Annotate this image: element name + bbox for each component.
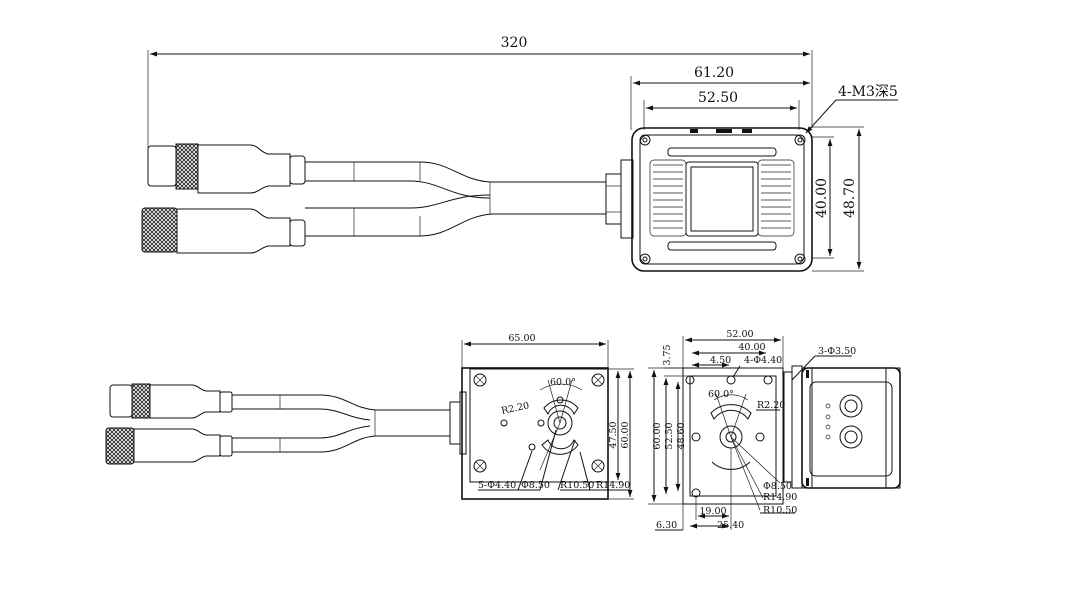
- label-h52: 52.50: [664, 422, 675, 449]
- label-plate-width: 52.00: [726, 329, 753, 340]
- connector-lower-small: [105, 427, 233, 465]
- label-height-inner: 40.00: [814, 178, 830, 218]
- label-body-width-outer: 61.20: [694, 65, 734, 81]
- label-offset-x: 4.50: [710, 355, 731, 366]
- camera-side-view: 3-Φ3.50: [783, 346, 901, 489]
- label-h60: 60.00: [652, 422, 663, 449]
- label-plate-holes: 4-Φ4.40: [744, 355, 782, 366]
- label-body-width-inner: 52.50: [698, 90, 738, 106]
- label-radius-mid: R10.50: [560, 480, 594, 491]
- callout-mount-holes: 4-M3深5: [805, 84, 898, 134]
- label-radius-small: R2.20: [500, 400, 530, 417]
- cable-harness-small: [232, 391, 467, 455]
- camera-body-top: [631, 127, 813, 272]
- dim-body-width-inner: 52.50: [643, 90, 800, 130]
- label-radius-large: R14.90: [596, 480, 630, 491]
- top-view: 320 61.20 52.50 4-M3深5 40.00: [141, 35, 898, 272]
- label-b19: 19.00: [699, 506, 726, 517]
- label-height-outer: 48.70: [842, 178, 858, 218]
- label-holes: 5-Φ4.40: [478, 480, 516, 491]
- dim-height-inner: 40.00: [812, 136, 834, 259]
- dim-body-width-outer: 61.20: [630, 65, 810, 130]
- cooling-fins: [649, 159, 795, 237]
- plate-view: 52.00 40.00 4.50 4-Φ4.40 3.75 60.0° R2.2…: [648, 329, 901, 531]
- dim-height-outer: 48.70: [812, 126, 864, 272]
- label-base-width: 65.00: [508, 333, 535, 344]
- cable-gland: [605, 159, 634, 239]
- bottom-dims: 65.00 60.0° R2.20 47.50 60.00 5-Φ4.40 Φ8…: [461, 333, 634, 500]
- label-height-b: 60.00: [620, 421, 631, 448]
- label-plate-radius-small: R2.20: [757, 400, 785, 411]
- connector-lower: [141, 207, 306, 254]
- label-overall-length: 320: [501, 35, 528, 51]
- label-height-a: 47.50: [608, 421, 619, 448]
- label-hole-span: 40.00: [738, 342, 765, 353]
- label-side-holes: 3-Φ3.50: [818, 346, 856, 357]
- label-b630: 6.30: [656, 520, 677, 531]
- label-plate-angle: 60.0°: [708, 389, 734, 400]
- connector-upper: [147, 143, 306, 194]
- label-mount-holes: 4-M3深5: [838, 84, 898, 100]
- dim-overall-length: 320: [147, 35, 813, 158]
- label-h48: 48.60: [676, 422, 687, 449]
- cable-harness: [305, 161, 606, 237]
- label-b2540: 25.40: [717, 520, 744, 531]
- label-center-hole: Φ8.50: [521, 480, 550, 491]
- bottom-view: 65.00 60.0° R2.20 47.50 60.00 5-Φ4.40 Φ8…: [105, 333, 634, 500]
- label-angle: 60.0°: [550, 377, 576, 388]
- label-plate-radius-large: R14.90: [763, 492, 797, 503]
- connector-upper-small: [109, 383, 233, 419]
- base-plate: [461, 367, 609, 500]
- label-plate-center-hole: Φ8.50: [763, 481, 792, 492]
- label-plate-radius-mid: R10.50: [763, 505, 797, 516]
- label-edge-offset: 3.75: [662, 344, 673, 365]
